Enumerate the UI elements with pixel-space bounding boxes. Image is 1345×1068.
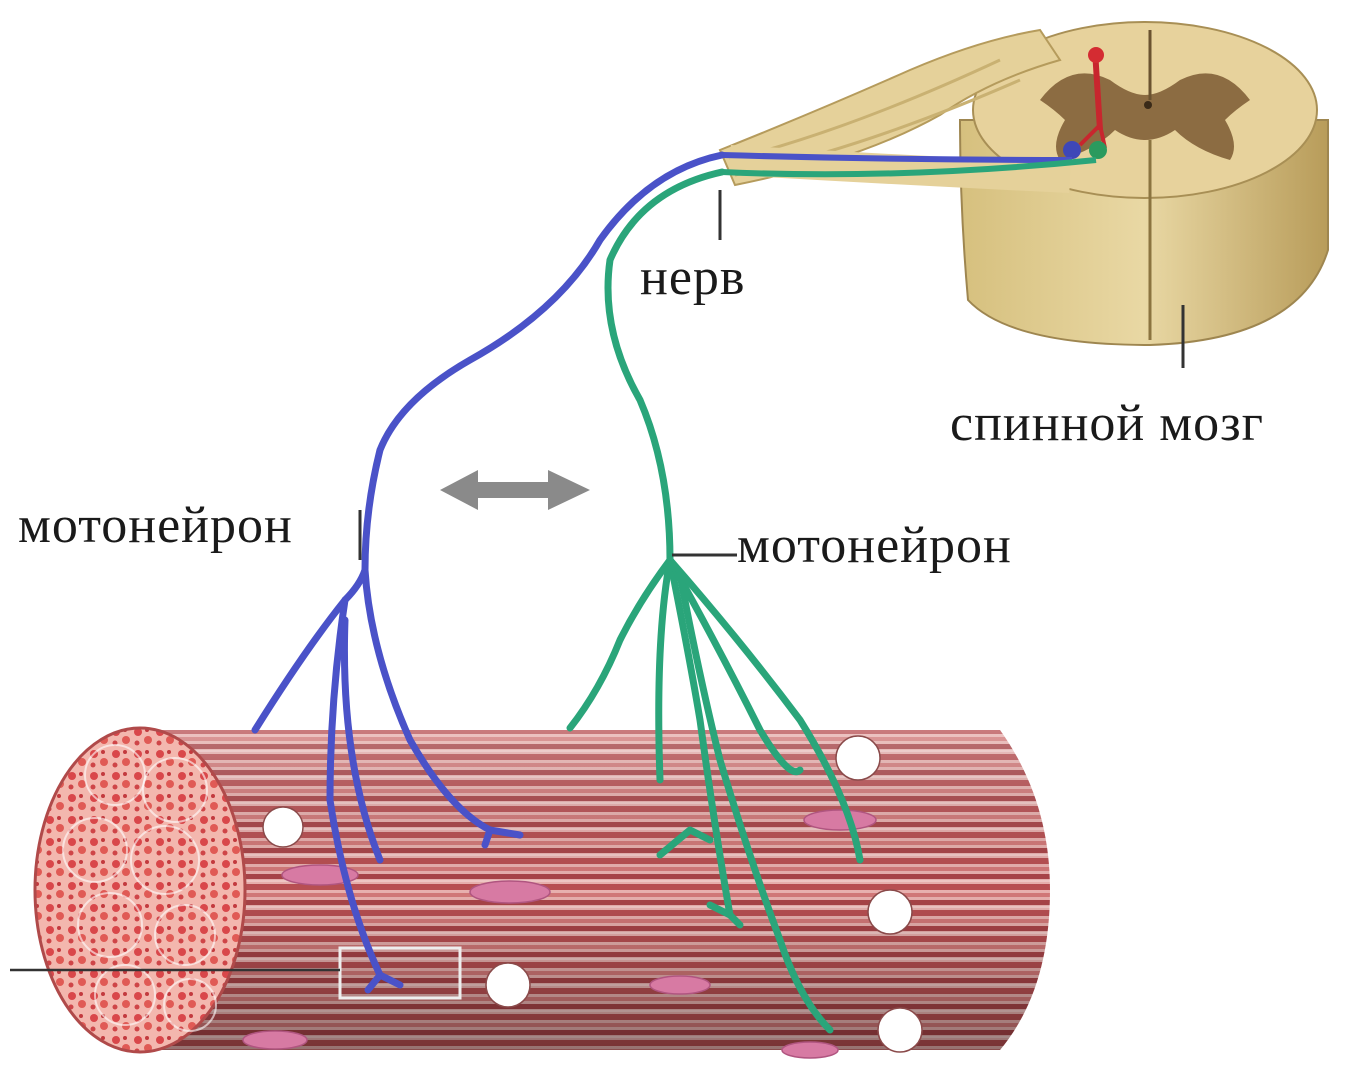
motoneuron-left-label: мотонейрон (18, 500, 293, 552)
spinal-cord-label: спинной мозг (950, 398, 1264, 450)
muscle-fiber (10, 728, 1050, 1058)
nerve-label: нерв (640, 252, 745, 304)
double-arrow-icon (440, 470, 590, 510)
muscle-cross-section (35, 728, 245, 1052)
motoneuron-right-label: мотонейрон (737, 520, 1012, 572)
